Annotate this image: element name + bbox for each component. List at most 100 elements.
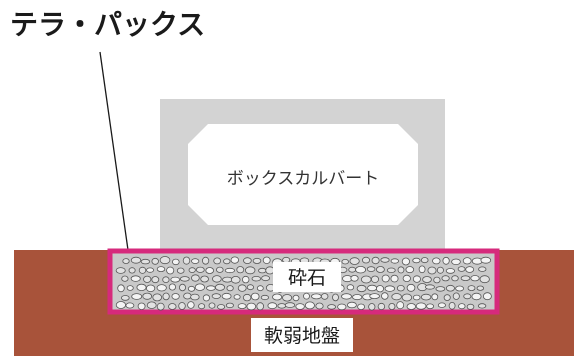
gravel-stone xyxy=(451,275,459,282)
gravel-stone xyxy=(258,267,267,274)
gravel-stone xyxy=(412,275,421,283)
diagram-title: テラ・パックス xyxy=(10,8,205,41)
gravel-stone xyxy=(357,303,366,310)
gravel-stone xyxy=(225,302,234,309)
gravel-stone xyxy=(432,257,441,265)
gravel-stone xyxy=(346,284,355,291)
gravel-stone xyxy=(128,267,136,274)
gravel-stone xyxy=(476,285,484,291)
gravel-stone xyxy=(402,274,411,282)
gravel-stone xyxy=(360,275,372,284)
gravel-stone xyxy=(130,256,142,264)
gravel-stone xyxy=(188,267,196,273)
gravel-stone xyxy=(179,276,190,282)
gravel-stone xyxy=(233,294,241,300)
gravel-stone xyxy=(321,293,329,300)
gravel-stone xyxy=(471,292,482,301)
gravel-stone xyxy=(224,267,235,274)
gravel-stone xyxy=(146,301,157,309)
gravel-stone xyxy=(151,276,160,284)
gravel-stone xyxy=(422,276,432,283)
gravel-stone xyxy=(346,301,357,309)
gravel-stone xyxy=(405,266,415,274)
gravel-stone xyxy=(467,285,476,292)
gravel-stone xyxy=(252,257,262,264)
gravel-stone xyxy=(479,275,490,284)
gravel-stone xyxy=(396,301,405,310)
gravel-stone xyxy=(126,285,134,291)
gravel-stone xyxy=(455,285,465,292)
gravel-stone xyxy=(390,258,399,264)
gravel-stone xyxy=(244,266,256,275)
gravel-stone xyxy=(460,275,471,282)
gravel-stone xyxy=(463,293,472,300)
gravel-stone xyxy=(458,303,466,310)
gravel-stone xyxy=(341,259,349,265)
gravel-stone xyxy=(236,266,245,274)
gravel-stone xyxy=(146,284,156,292)
gravel-stone xyxy=(375,266,385,273)
gravel-stone xyxy=(352,294,363,301)
gravel-stone xyxy=(178,302,186,310)
gravel-stone xyxy=(480,256,492,264)
gravel-stone xyxy=(445,268,455,274)
gravel-stone xyxy=(223,258,231,265)
gravel-stone xyxy=(138,266,147,274)
gravel-stone xyxy=(117,284,125,293)
crushed-stone-label-bg xyxy=(273,262,341,292)
gravel-stone xyxy=(462,257,472,265)
gravel-stone xyxy=(451,258,461,265)
gravel-stone xyxy=(206,285,216,291)
gravel-stone xyxy=(390,274,399,283)
gravel-stone xyxy=(442,256,450,265)
gravel-stone xyxy=(377,302,386,311)
gravel-stone xyxy=(424,284,435,290)
gravel-stone xyxy=(397,266,405,274)
gravel-stone xyxy=(406,283,416,292)
gravel-stone xyxy=(412,294,421,301)
gravel-stone xyxy=(261,275,271,282)
gravel-stone xyxy=(431,293,439,301)
gravel-stone xyxy=(441,275,450,282)
gravel-stone xyxy=(162,276,170,284)
gravel-stone xyxy=(190,293,200,301)
gravel-stone xyxy=(242,293,252,302)
gravel-stone xyxy=(140,258,151,265)
gravel-stone xyxy=(437,302,446,308)
box-culvert-label: ボックスカルバート xyxy=(227,169,380,189)
gravel-stone xyxy=(182,256,191,265)
gravel-stone xyxy=(466,303,475,310)
gravel-stone xyxy=(327,304,337,310)
gravel-stone xyxy=(156,284,167,292)
gravel-stone xyxy=(125,302,135,309)
soft-ground-label-bg xyxy=(251,318,353,352)
gravel-stone xyxy=(200,275,209,283)
gravel-stone xyxy=(427,266,437,275)
gravel-stone xyxy=(205,267,215,274)
gravel-stone xyxy=(241,275,250,284)
gravel-stone xyxy=(152,293,163,302)
gravel-stone xyxy=(156,266,166,273)
gravel-stone xyxy=(156,302,165,311)
gravel-stone xyxy=(246,302,257,311)
gravel-stone xyxy=(187,285,196,292)
gravel-stone xyxy=(237,303,247,310)
gravel-stone xyxy=(202,294,210,302)
gravel-stone xyxy=(470,275,480,282)
gravel-stone xyxy=(418,265,426,274)
gravel-stone xyxy=(477,303,487,309)
gravel-stone xyxy=(465,266,475,273)
gravel-stone xyxy=(121,275,129,282)
gravel-stone xyxy=(381,292,389,300)
gravel-stone xyxy=(282,294,293,302)
gravel-stone xyxy=(412,257,421,264)
gravel-stone xyxy=(202,256,210,265)
gravel-stone xyxy=(243,257,252,264)
gravel-stone xyxy=(381,274,390,283)
gravel-stone xyxy=(172,258,180,266)
gravel-stone xyxy=(237,284,247,292)
gravel-stone xyxy=(168,283,176,291)
gravel-stone xyxy=(401,257,410,266)
gravel-stone xyxy=(194,283,205,291)
